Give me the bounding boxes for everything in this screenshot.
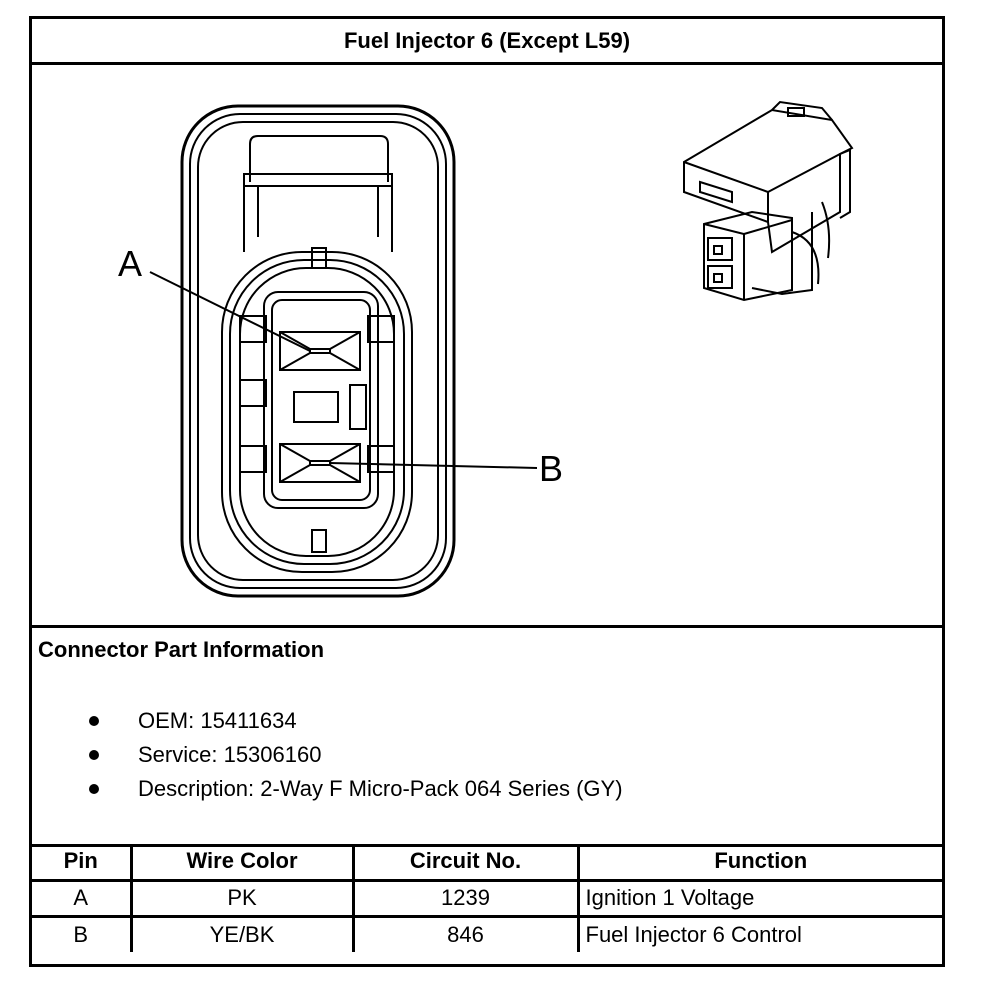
cell-wire-color: PK <box>129 878 355 918</box>
cell-circuit-no: 846 <box>351 914 580 952</box>
connector-sheet: Fuel Injector 6 (Except L59) <box>29 16 945 967</box>
bullet-icon <box>89 750 99 760</box>
connector-face-drawing: A B <box>118 100 854 598</box>
list-item: OEM: 15411634 <box>32 707 942 735</box>
cell-function: Ignition 1 Voltage <box>576 878 942 918</box>
oem-part-number: OEM: 15411634 <box>138 708 297 733</box>
callout-label-b: B <box>539 448 563 489</box>
cell-pin: B <box>32 914 133 952</box>
cell-pin: A <box>32 878 133 918</box>
table-header-row: Pin Wire Color Circuit No. Function <box>32 844 942 882</box>
info-heading: Connector Part Information <box>38 637 325 662</box>
connector-isometric-view <box>683 100 854 302</box>
table-row: A PK 1239 Ignition 1 Voltage <box>32 878 942 918</box>
connector-face-view <box>180 104 456 598</box>
callout-line-a <box>149 271 311 352</box>
list-item: Description: 2-Way F Micro-Pack 064 Seri… <box>32 775 942 803</box>
bullet-icon <box>89 784 99 794</box>
cell-function: Fuel Injector 6 Control <box>576 914 942 952</box>
cell-circuit-no: 1239 <box>351 878 580 918</box>
connector-part-info: Connector Part Information OEM: 15411634… <box>32 625 942 847</box>
service-part-number: Service: 15306160 <box>138 742 322 767</box>
table-row: B YE/BK 846 Fuel Injector 6 Control <box>32 914 942 952</box>
bullet-icon <box>89 716 99 726</box>
header-pin: Pin <box>32 844 133 882</box>
callout-line-b <box>329 462 538 469</box>
pin-table: Pin Wire Color Circuit No. Function A PK… <box>32 844 942 952</box>
connector-diagram: A B <box>32 62 942 628</box>
list-item: Service: 15306160 <box>32 741 942 769</box>
connector-description: Description: 2-Way F Micro-Pack 064 Seri… <box>138 776 623 801</box>
page-title: Fuel Injector 6 (Except L59) <box>32 19 942 65</box>
callout-label-a: A <box>118 243 142 284</box>
cell-wire-color: YE/BK <box>129 914 355 952</box>
header-function: Function <box>576 844 942 882</box>
header-wire-color: Wire Color <box>129 844 355 882</box>
header-circuit-no: Circuit No. <box>351 844 580 882</box>
